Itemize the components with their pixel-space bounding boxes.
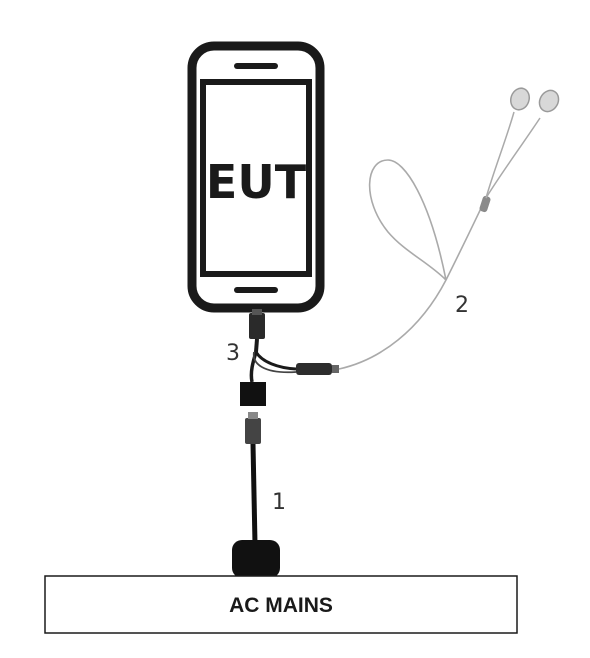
audio-branch-second-wire bbox=[253, 351, 297, 374]
splitter-cable bbox=[240, 309, 339, 406]
earphone-left-wire bbox=[485, 111, 515, 199]
cable-2-number: 2 bbox=[455, 293, 469, 318]
earphones-cable: 2 bbox=[338, 87, 560, 370]
splitter-branch-audio bbox=[254, 351, 297, 371]
earphone-splitter-bead bbox=[479, 195, 491, 213]
eut-phone: EUT bbox=[187, 41, 325, 313]
usb-c-plug-tip bbox=[252, 309, 262, 315]
earphone-right-wire bbox=[485, 117, 541, 199]
cable-1-number: 1 bbox=[272, 490, 286, 515]
power-cable-wire bbox=[250, 443, 258, 545]
ac-mains-box bbox=[44, 575, 518, 634]
cable-3-number: 3 bbox=[226, 341, 240, 366]
power-adapter bbox=[232, 540, 280, 578]
usb-power-plug-tip bbox=[248, 412, 258, 419]
ac-mains: AC MAINS bbox=[44, 575, 518, 634]
usb-power-plug bbox=[245, 418, 261, 444]
earphone-cable-loop bbox=[368, 159, 447, 281]
usb-c-plug bbox=[249, 313, 265, 339]
audio-jack-tip bbox=[332, 365, 339, 373]
phone-speaker-slot bbox=[234, 63, 278, 69]
earphone-cable-main bbox=[338, 197, 487, 370]
phone-screen bbox=[200, 79, 312, 277]
earbud-right-icon bbox=[538, 89, 560, 113]
eut-label: EUT bbox=[206, 155, 307, 209]
phone-home-slot bbox=[234, 287, 278, 293]
earbud-left-icon bbox=[509, 87, 531, 111]
power-cable: 1 bbox=[245, 412, 286, 545]
splitter-branch-down bbox=[249, 351, 258, 383]
audio-jack-plug bbox=[296, 363, 332, 375]
ac-mains-label: AC MAINS bbox=[229, 594, 333, 617]
usb-adapter-block bbox=[240, 382, 266, 406]
